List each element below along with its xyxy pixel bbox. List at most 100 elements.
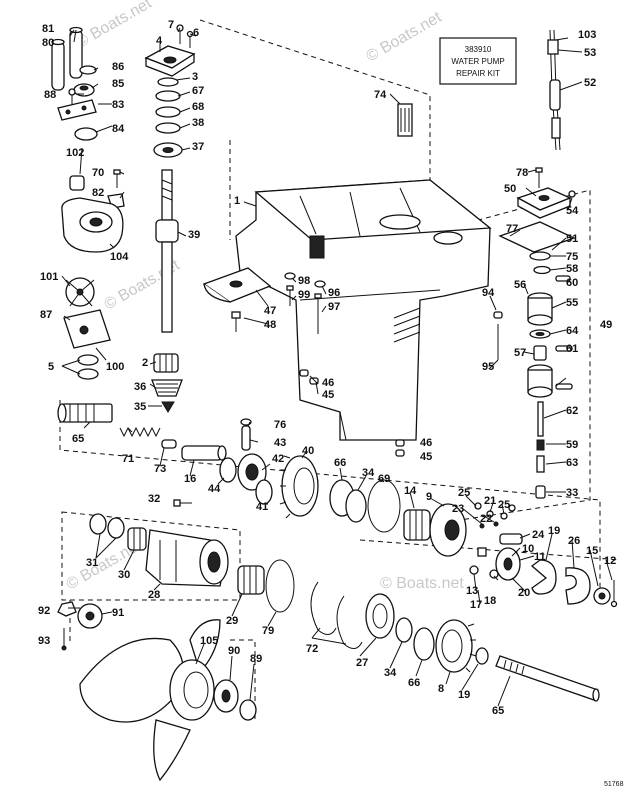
callout: 79 [262,625,274,637]
callout: 87 [40,309,52,321]
plugs-46-45 [299,369,405,457]
callout: 63 [566,457,578,469]
washer-19-lower [475,647,489,665]
callout: 14 [404,485,417,497]
callout: 45 [322,389,334,401]
callout-labels: 81 80 86 85 88 83 84 102 70 82 104 101 8… [38,19,616,717]
callout: 15 [586,545,598,557]
gear-8 [435,619,477,673]
callout: 50 [504,183,516,195]
seal-31-b [107,517,125,539]
propeller-shaft-65 [495,655,600,702]
spring-71 [119,426,161,438]
drawing-code: 51768 [604,781,624,788]
retaining-ring-69 [367,479,401,533]
bearing-housing-4 [144,45,196,77]
callout: 58 [566,263,578,275]
bolts-98-99 [284,272,296,306]
callout: 1 [234,195,240,207]
callout: 34 [384,667,397,679]
callout: 7 [168,19,174,31]
callout: 77 [506,223,518,235]
callout: 92 [38,605,50,617]
callout: 99 [298,289,310,301]
shift-rod-52 [547,29,561,151]
callout: 54 [566,205,579,217]
pump-plate-87 [63,309,111,349]
callout: 16 [184,473,196,485]
callout: 91 [112,607,124,619]
clutch-dog-10 [495,547,521,581]
callout: 35 [134,401,146,413]
callout: 81 [42,23,54,35]
bearing-14 [403,509,431,541]
screw-48 [231,311,241,332]
callout: 86 [112,61,124,73]
washer-34 [345,489,367,523]
seal-84 [74,127,98,141]
callout: 97 [328,301,340,313]
callout: 68 [192,101,204,113]
callout: 18 [484,595,496,607]
callout: 20 [518,587,530,599]
callout: 57 [514,347,526,359]
washers-5 [77,354,99,380]
gear-40 [279,455,319,519]
callout: 95 [482,361,494,373]
callout: 52 [584,77,596,89]
washer-38 [155,122,181,134]
pump-housing-104 [61,197,124,253]
callout: 25 [498,499,510,511]
propeller-105 [79,619,221,782]
callout: 83 [112,99,124,111]
callout: 17 [470,599,482,611]
callout: 25 [458,487,470,499]
callout: 39 [188,229,200,241]
callout: 36 [134,381,146,393]
ring-58 [533,265,551,275]
callout: 84 [112,123,125,135]
callout: 12 [604,555,616,567]
screw-12 [610,580,618,608]
washer-68 [155,106,181,118]
callout: 42 [272,453,284,465]
callout: 82 [92,187,104,199]
callout: 51 [566,233,578,245]
callout: 80 [42,37,54,49]
washer-67 [155,90,181,102]
callout: 13 [466,585,478,597]
callout: 76 [274,419,286,431]
callout: 104 [110,251,129,263]
callout: 4 [156,35,163,47]
impeller-101 [65,277,95,307]
callout: 89 [250,653,262,665]
washer-34-lower [395,617,413,643]
callout: 69 [378,473,390,485]
callout: 102 [66,147,84,159]
callout: 33 [566,487,578,499]
kit-title-line-1: WATER PUMP [451,57,504,66]
callout: 85 [112,78,124,90]
watermark: © Boats.net [364,9,446,66]
callout: 62 [566,405,578,417]
washer-66-lower [413,627,435,661]
callout: 72 [306,643,318,655]
callout: 3 [192,71,198,83]
callout: 103 [578,29,596,41]
shift-housing-50 [516,187,572,219]
seal-3 [157,77,179,87]
callout: 10 [522,543,534,555]
seal-75 [529,251,551,261]
callout: 23 [452,503,464,515]
callout: 59 [566,439,578,451]
pin-54 [568,190,576,198]
callout: 66 [408,677,420,689]
callout: 43 [274,437,286,449]
callout: 48 [264,319,276,331]
ring-59 [536,439,545,451]
retaining-ring-72-a [310,581,337,635]
callout: 28 [148,589,160,601]
callout: 90 [228,645,240,657]
bearing-30 [127,527,147,551]
washer-44 [219,457,237,483]
